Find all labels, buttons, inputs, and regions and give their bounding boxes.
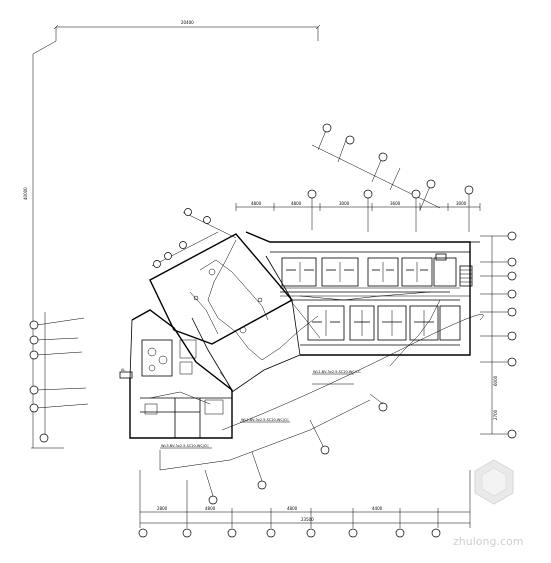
left-grid-bubbles	[29, 312, 89, 443]
panel-label: AL	[121, 368, 125, 372]
upper-dimension-chain: 4800 4800 3000 3600 3000	[235, 201, 481, 211]
lower-grid-bubbles	[204, 393, 388, 505]
right-dim-1: 6000	[493, 375, 498, 386]
note-wl3: WL3-BV-3x2.5-SC20-WC/CC	[161, 444, 209, 448]
upper-dim-5: 3000	[456, 201, 467, 206]
upper-dim-4: 3600	[390, 201, 401, 206]
toilet-fixtures	[141, 339, 224, 415]
right-dimension-chain: 6000 2700	[480, 231, 517, 439]
note-wl2: WL2-BV-3x2.5-SC20-WC/CC	[241, 418, 289, 422]
bottom-dim-3: 4800	[287, 506, 298, 511]
top-dimension-label: 20400	[181, 20, 194, 25]
top-dimension-line: 20400	[53, 20, 321, 41]
right-dim-2: 2700	[493, 409, 498, 420]
lower-arc	[159, 314, 484, 471]
upper-dim-2: 4800	[291, 201, 302, 206]
wiring-notes: WL1-BV-3x2.5-SC20-WC/CC WL2-BV-3x2.5-SC2…	[160, 370, 361, 449]
upper-dim-1: 4800	[251, 201, 262, 206]
bottom-dim-total: 23500	[301, 517, 314, 522]
watermark: zhulong.com	[453, 459, 523, 548]
watermark-site: zhulong.com	[453, 535, 523, 548]
distribution-panel: AL	[119, 368, 133, 379]
bottom-dim-4: 4400	[372, 506, 383, 511]
inclined-grid-left	[151, 208, 237, 268]
note-wl1: WL1-BV-3x2.5-SC20-WC/CC	[313, 370, 361, 374]
watermark-logo	[474, 459, 514, 505]
building-outline	[129, 231, 480, 439]
bottom-grid-bubbles	[138, 528, 441, 538]
upper-dim-3: 3000	[339, 201, 350, 206]
room-partitions-bottom-row	[307, 305, 461, 341]
left-dimension-label: 40000	[23, 187, 28, 200]
bottom-dim-1: 2800	[157, 506, 168, 511]
inclined-grid-top	[307, 123, 474, 232]
bottom-dimension-chain: 2800 4800 4800 4400 23500	[139, 470, 471, 528]
fixture-marks	[193, 253, 447, 334]
room-partitions-top-row	[281, 257, 457, 287]
stair	[459, 265, 473, 287]
wiring-runs	[149, 239, 470, 405]
bottom-dim-2: 4800	[205, 506, 216, 511]
left-dimension-line: 40000	[23, 40, 64, 449]
